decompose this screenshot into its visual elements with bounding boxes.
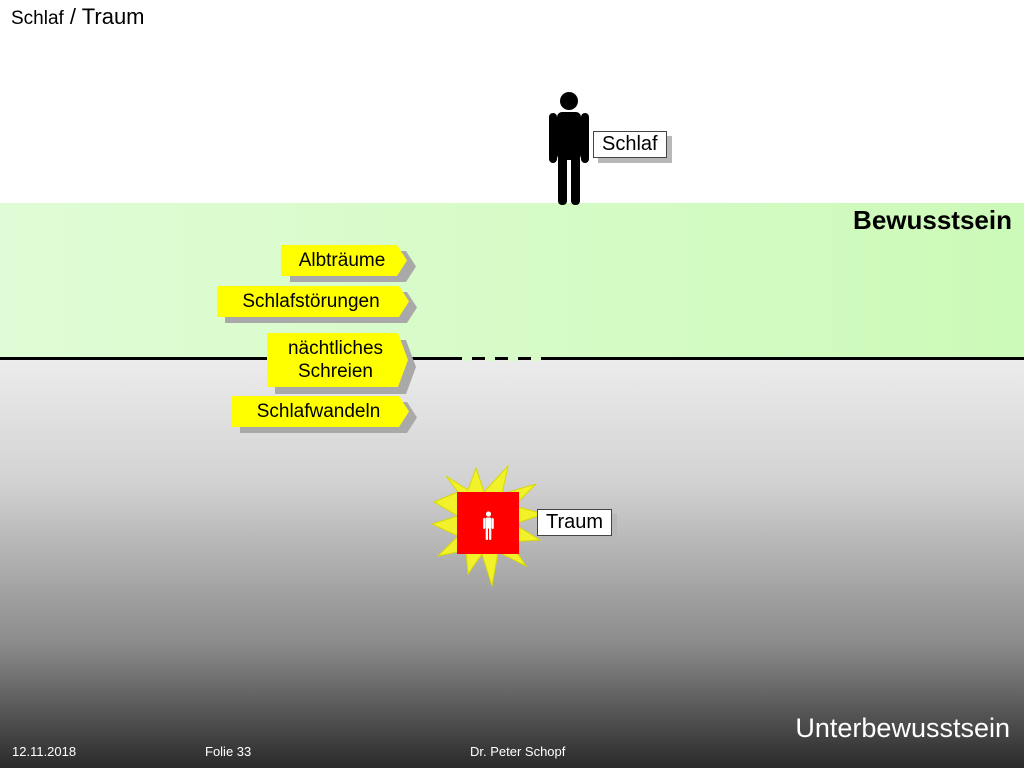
tag-naechtliches-schreien: nächtliches Schreien — [267, 333, 408, 387]
traum-label-box: Traum — [537, 509, 613, 536]
traum-label: Traum — [546, 511, 604, 533]
footer-author: Dr. Peter Schopf — [470, 744, 566, 759]
threshold-gap — [462, 356, 472, 361]
tag-label: Schlafstörungen — [242, 291, 380, 312]
threshold-gap — [485, 356, 495, 361]
threshold-gap — [508, 356, 518, 361]
tag-label-line2: Schreien — [298, 361, 373, 382]
tag-label: Albträume — [298, 250, 386, 271]
subconscious-band — [0, 360, 1024, 768]
person-icon — [549, 92, 589, 205]
title-separator: / — [63, 4, 82, 29]
unterbewusstsein-label: Unterbewusstsein — [795, 713, 1010, 743]
page-title: Schlaf / Traum — [11, 4, 145, 30]
threshold-gap — [531, 356, 541, 361]
tag-label-line1: nächtliches — [287, 338, 384, 359]
tag-schlafwandeln: Schlafwandeln — [232, 396, 409, 427]
tag-schlafstoerungen: Schlafstörungen — [217, 286, 409, 317]
tag-label: Schlafwandeln — [256, 401, 381, 422]
dreaming-person-icon — [483, 511, 494, 540]
schlaf-label-box: Schlaf — [593, 131, 667, 158]
conscious-band — [0, 203, 1024, 359]
footer-date: 12.11.2018 — [12, 744, 77, 759]
footer-slide-number: Folie 33 — [205, 744, 252, 759]
tag-albtraeume: Albträume — [281, 245, 407, 276]
title-part-schlaf: Schlaf — [11, 8, 64, 29]
schlaf-label: Schlaf — [602, 133, 658, 155]
bewusstsein-label: Bewusstsein — [853, 205, 1012, 235]
title-part-traum: Traum — [81, 4, 145, 29]
